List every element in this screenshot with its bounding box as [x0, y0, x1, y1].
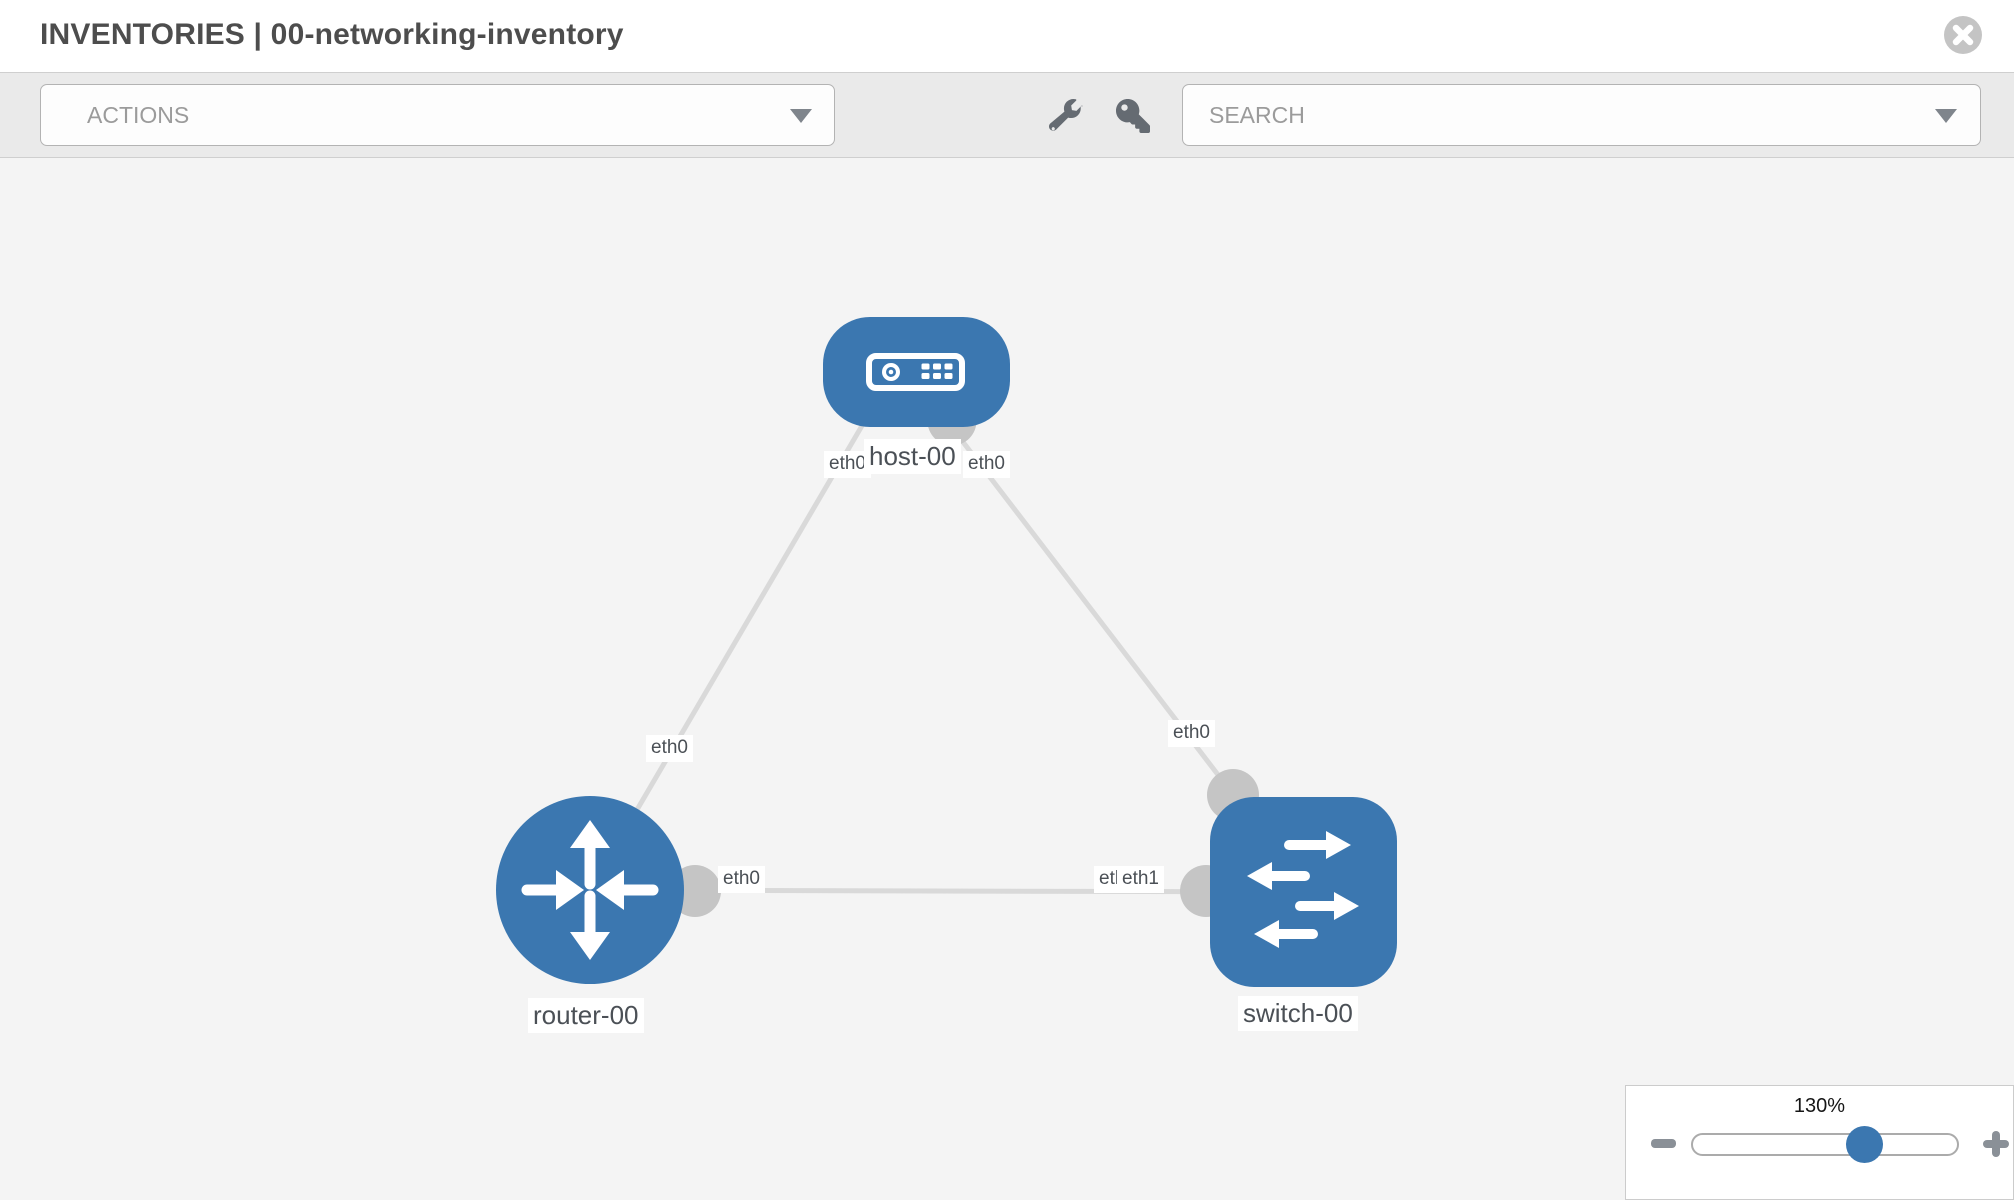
- zoom-level-value: 130%: [1793, 1095, 1846, 1117]
- close-button[interactable]: [1944, 16, 1982, 54]
- search-dropdown-label: SEARCH: [1209, 101, 1305, 128]
- close-icon: [1944, 16, 1982, 54]
- credentials-button[interactable]: [1111, 94, 1155, 138]
- node-router-00[interactable]: [496, 796, 684, 984]
- interface-label: eth0: [718, 866, 765, 893]
- switch-icon: [1247, 831, 1359, 948]
- zoom-out-button[interactable]: [1651, 1139, 1676, 1148]
- zoom-panel: 130%: [1625, 1085, 2014, 1200]
- interface-label: eth0: [646, 735, 693, 762]
- actions-dropdown[interactable]: ACTIONS: [40, 84, 835, 146]
- chevron-down-icon: [790, 109, 812, 123]
- interface-label: eth0: [1168, 720, 1215, 747]
- host-icon: [866, 353, 965, 391]
- node-label-host: host-00: [864, 439, 961, 475]
- actions-dropdown-label: ACTIONS: [87, 101, 190, 128]
- topology-canvas[interactable]: eth0 eth0 eth0 eth0 eth0 eth0 eth1 host-…: [0, 158, 2014, 1200]
- node-host-00[interactable]: [823, 317, 1010, 427]
- router-icon: [521, 820, 659, 960]
- interface-label: eth1: [1117, 866, 1164, 893]
- key-icon: [1116, 99, 1150, 133]
- node-label-switch: switch-00: [1238, 996, 1358, 1032]
- zoom-slider-thumb[interactable]: [1846, 1126, 1883, 1163]
- configure-button[interactable]: [1044, 94, 1088, 138]
- zoom-in-button[interactable]: [1983, 1131, 2009, 1157]
- toolbar: ACTIONS SEARCH: [0, 72, 2014, 158]
- node-label-router: router-00: [528, 998, 644, 1034]
- wrench-icon: [1049, 99, 1083, 131]
- node-switch-00[interactable]: [1210, 797, 1397, 987]
- chevron-down-icon: [1935, 109, 1957, 123]
- zoom-slider[interactable]: [1691, 1126, 1959, 1163]
- interface-label: eth0: [824, 451, 871, 478]
- header: INVENTORIES | 00-networking-inventory: [0, 0, 2014, 72]
- page-title: INVENTORIES | 00-networking-inventory: [40, 18, 624, 51]
- search-dropdown[interactable]: SEARCH: [1182, 84, 1981, 146]
- interface-label: eth0: [963, 451, 1010, 478]
